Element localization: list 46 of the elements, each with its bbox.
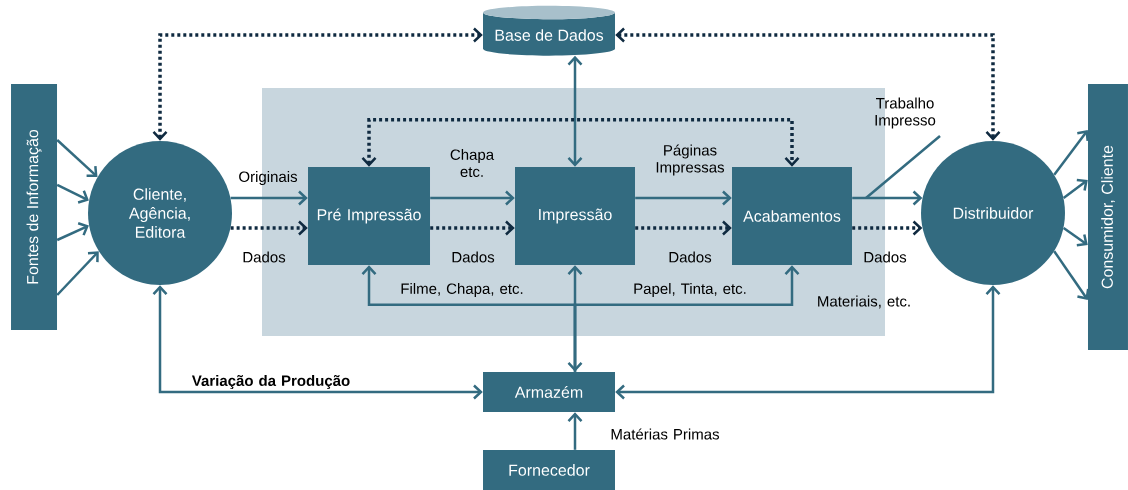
arrow [573,265,800,372]
arrow [1053,250,1090,300]
edge-label: Chapa etc. [450,149,495,177]
edge-label: Variação da Produção [191,375,350,389]
note-label: Materiais, etc. [818,295,910,309]
arrow [567,412,583,450]
edge-label: Originais [239,171,298,185]
arrow [152,27,483,141]
arrow [230,220,308,236]
edge-label: Dados [864,251,907,263]
edge-label: Dados [669,251,712,263]
arrow [567,265,583,372]
vertical-bar: Consumidor, Cliente [1088,84,1128,350]
process-box: Fornecedor [483,450,615,490]
database-cylinder: Base de Dados [483,5,615,56]
arrow [852,220,923,236]
arrow [567,55,583,167]
process-box: Armazém [483,372,615,412]
arrow [56,139,98,177]
arrow [615,27,1001,141]
edge-label: Matérias Primas [611,428,720,440]
process-box: Acabamentos [732,167,852,265]
edge-label: Filme, Chapa, etc. [401,283,523,297]
arrow [56,183,89,204]
arrow [852,190,923,206]
arrow [361,118,800,167]
arrow [1062,226,1088,247]
arrow [635,190,732,206]
vertical-bar: Fontes de Informação [11,84,57,330]
arrow [635,220,732,236]
edge-label: Trabalho Impresso [875,97,936,129]
arrow [56,222,89,242]
arrow [152,285,483,400]
edge-label: Páginas Impressas [656,144,725,176]
edge-label: Dados [243,251,286,263]
arrow [230,190,308,206]
arrow [430,190,515,206]
process-box: Pré Impressão [308,167,430,265]
arrow [615,285,1001,400]
edge-label: Dados [452,251,495,263]
arrow [56,251,99,296]
arrow [1053,130,1089,176]
arrow [1062,178,1088,199]
process-box: Impressão [515,167,635,265]
edge-label: Papel, Tinta, etc. [634,283,746,297]
arrow [430,220,515,236]
